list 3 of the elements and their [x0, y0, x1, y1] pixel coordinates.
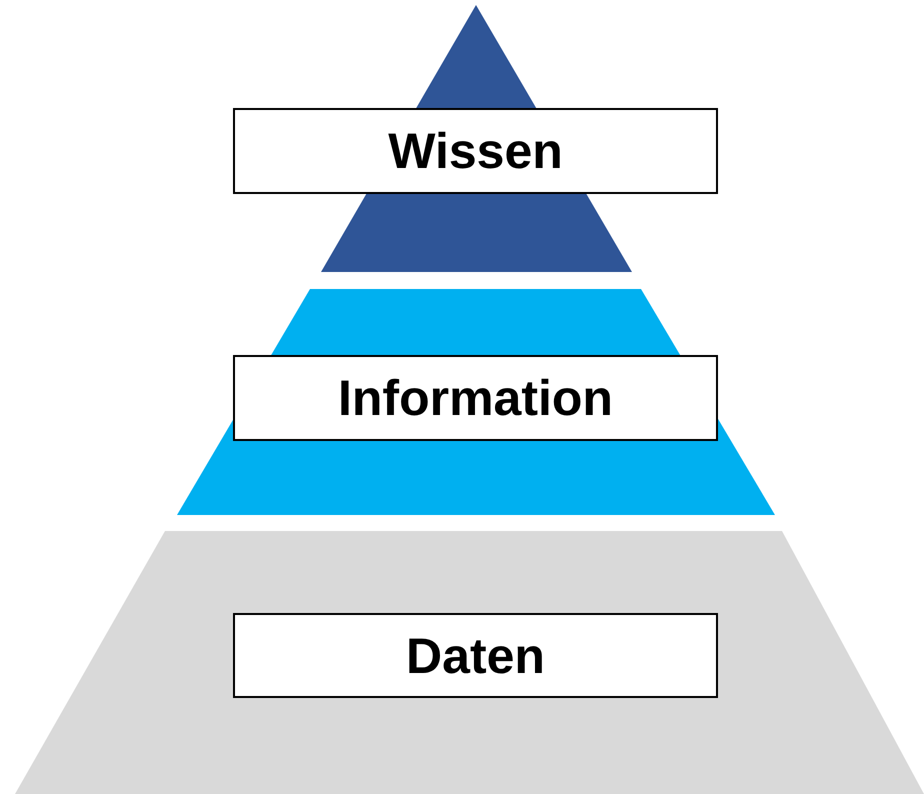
tier-label: Information: [233, 355, 718, 441]
tier-label: Wissen: [233, 108, 718, 194]
tier-label: Daten: [233, 613, 718, 698]
